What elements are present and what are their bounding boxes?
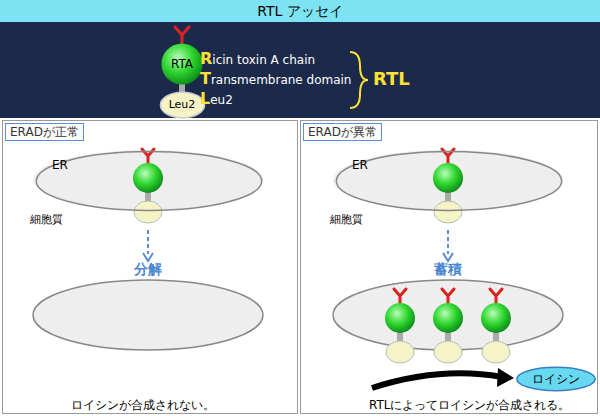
rta-circle: RTA <box>161 43 203 85</box>
panel-caption: RTLによってロイシンが合成される。 <box>369 398 570 412</box>
rta-domain <box>133 163 163 193</box>
node-label: Leu2 <box>169 98 196 111</box>
bracket <box>350 52 368 108</box>
synthesis-arrow <box>372 373 502 388</box>
er-ellipse-outline <box>334 151 564 211</box>
rtl-construct <box>385 289 415 363</box>
er-label: ER <box>52 157 68 173</box>
title: RTL アッセイ <box>0 2 600 20</box>
rtl-construct <box>433 149 463 223</box>
leu2-domain <box>434 341 462 363</box>
sugar-chain <box>490 289 502 303</box>
result-label: 分解 <box>134 261 162 278</box>
sugar-chain <box>175 27 189 43</box>
part-name: Ricin toxin A chain <box>200 50 315 69</box>
header-band <box>0 22 600 118</box>
er-accumulation-ellipse <box>333 280 563 350</box>
leu2-circle: Leu2 <box>160 92 205 118</box>
panel-caption: ロイシンが合成されない。 <box>71 398 215 412</box>
er-ellipse: ER <box>334 151 564 211</box>
panel-heading: ERADが異常 <box>303 123 382 141</box>
er-ellipse-outline <box>34 151 264 211</box>
rta-domain <box>481 303 511 333</box>
arrow-head <box>443 253 453 261</box>
panel-heading: ERADが正常 <box>5 123 84 141</box>
rtl-construct <box>133 149 163 223</box>
construct-name: RTL <box>373 68 410 90</box>
part-name: Leu2 <box>200 90 233 109</box>
rta-domain <box>433 303 463 333</box>
leu2-domain <box>434 201 462 223</box>
region-label: 細胞質 <box>30 213 63 227</box>
proteasome-ellipse <box>33 280 263 350</box>
leu2-domain <box>482 341 510 363</box>
arrow-head <box>143 253 153 261</box>
rta-domain <box>385 303 415 333</box>
node-label: ロイシン <box>532 372 580 386</box>
leu2-domain <box>134 201 162 223</box>
dashed-arrow <box>447 230 449 254</box>
rta-domain <box>433 163 463 193</box>
result-label: 蓄積 <box>434 261 462 278</box>
leu2-domain <box>386 341 414 363</box>
rtl-construct <box>433 289 463 363</box>
sugar-chain <box>442 289 454 303</box>
er-label: ER <box>352 157 368 173</box>
arrow-head <box>497 368 514 387</box>
rtl-construct <box>481 289 511 363</box>
title-bar <box>0 0 600 22</box>
leucine-ellipse: ロイシン <box>516 367 596 391</box>
er-ellipse: ER <box>34 151 264 211</box>
part-name: Transmembrane domain <box>200 70 351 89</box>
dashed-arrow <box>147 230 149 254</box>
node-label: RTA <box>171 57 193 71</box>
region-label: 細胞質 <box>330 213 363 227</box>
sugar-chain <box>394 289 406 303</box>
